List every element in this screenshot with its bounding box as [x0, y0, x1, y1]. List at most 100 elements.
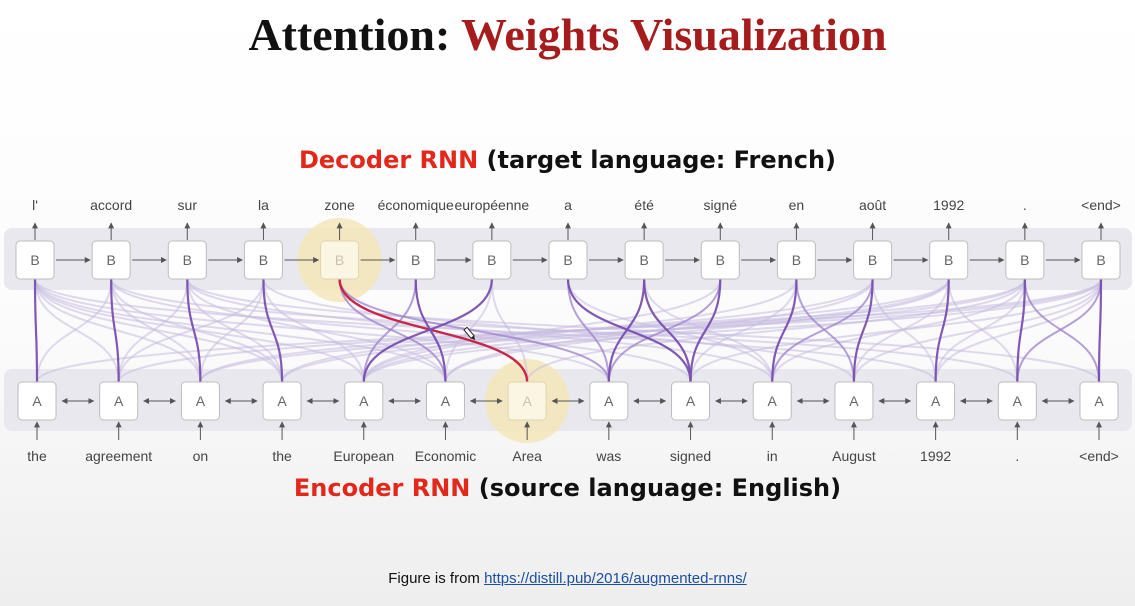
encoder-word: Area [512, 448, 542, 464]
decoder-cell [91, 240, 131, 280]
decoder-word: la [258, 197, 269, 213]
decoder-label-rest: (target language: French) [486, 146, 837, 174]
encoder-cell-letter: A [1013, 393, 1023, 409]
encoder-cell [99, 381, 139, 421]
attention-weight-faint-14-8 [689, 278, 1102, 383]
attention-weight-strong-11-10 [852, 278, 874, 383]
attention-weight-faint-1-2 [110, 278, 202, 383]
decoder-word: août [859, 197, 886, 213]
attention-weight-faint-14-4 [362, 278, 1102, 383]
attention-weight-faint-2-3 [186, 278, 284, 383]
encoder-cell-letter: A [441, 393, 451, 409]
attention-weight-strong-13-12 [1016, 278, 1026, 383]
attention-weight-strong-8-8 [643, 278, 692, 383]
attention-weight-faint-0-2 [34, 278, 202, 383]
decoder-cell [1081, 240, 1121, 280]
encoder-cell-letter: A [768, 393, 778, 409]
decoder-cell-letter: B [1020, 252, 1029, 268]
encoder-cell-letter: A [1094, 393, 1104, 409]
decoder-cell [396, 240, 436, 280]
encoder-cell-letter: A [359, 393, 369, 409]
attention-weight-strong-2-2 [186, 278, 202, 383]
title-part-weights-visualization: Weights Visualization [460, 9, 887, 60]
attention-weight-faint-14-11 [934, 278, 1102, 383]
decoder-cell-letter: B [563, 252, 572, 268]
decoder-word: en [789, 197, 805, 213]
attention-weight-medium-7-7 [567, 278, 610, 383]
attention-weight-strong-8-7 [607, 278, 646, 383]
encoder-word: <end> [1079, 448, 1119, 464]
decoder-cell [853, 240, 893, 280]
encoder-label: Encoder RNN (source language: English) [0, 474, 1135, 502]
attention-weight-medium-13-13 [1023, 278, 1100, 383]
encoder-cell [344, 381, 384, 421]
decoder-cell-letter: B [30, 252, 39, 268]
decoder-word: <end> [1081, 197, 1121, 213]
attention-weight-medium-11-9 [771, 278, 874, 383]
attention-weight-faint-12-5 [444, 278, 950, 383]
decoder-cell-letter: B [716, 252, 725, 268]
decoder-cell [320, 240, 360, 280]
attention-weight-faint-7-9 [567, 278, 774, 383]
attention-weight-faint-13-6 [526, 278, 1026, 383]
decoder-cell-letter: B [411, 252, 420, 268]
attention-weight-strong-0-0 [33, 278, 39, 383]
encoder-word: August [832, 448, 876, 464]
decoder-word: a [564, 197, 572, 213]
encoder-word: agreement [85, 448, 152, 464]
encoder-word: 1992 [920, 448, 951, 464]
decoder-cell [472, 240, 512, 280]
attention-weight-faint-0-11 [34, 278, 937, 383]
attention-weight-faint-0-5 [34, 278, 447, 383]
attention-weight-faint-3-10 [262, 278, 855, 383]
figure-source-text: Figure is from [388, 570, 480, 587]
encoder-cell-letter: A [686, 393, 696, 409]
attention-weight-faint-6-6 [490, 278, 529, 383]
decoder-cell [243, 240, 283, 280]
encoder-cell-letter: A [196, 393, 206, 409]
encoder-cell [180, 381, 220, 421]
decoder-cell-letter: B [868, 252, 877, 268]
encoder-word: was [595, 448, 621, 464]
encoder-word: on [193, 448, 209, 464]
attention-weight-strong-12-11 [934, 278, 950, 383]
pencil-cursor-icon [463, 326, 476, 341]
attention-weight-medium-9-7 [607, 278, 722, 383]
source-link[interactable]: https://distill.pub/2016/augmented-rnns/ [484, 570, 747, 587]
encoder-cell-letter: A [522, 393, 532, 409]
decoder-cell-letter: B [487, 252, 496, 268]
encoder-cell [262, 381, 302, 421]
decoder-word: zone [324, 197, 355, 213]
attention-weight-faint-14-10 [852, 278, 1102, 383]
decoder-label: Decoder RNN (target language: French) [0, 146, 1135, 174]
decoder-cell-letter: B [792, 252, 801, 268]
encoder-cell-letter: A [604, 393, 614, 409]
attention-weight-faint-8-9 [643, 278, 774, 383]
slide-title: Attention: Weights Visualization [0, 8, 1135, 61]
decoder-cell-letter: B [639, 252, 648, 268]
encoder-cell-letter: A [931, 393, 941, 409]
decoder-cell [929, 240, 969, 280]
decoder-cell-letter: B [106, 252, 115, 268]
attention-weight-strong-4-6 [338, 278, 529, 383]
attention-weight-strong-6-4 [362, 278, 493, 383]
attention-weight-faint-2-13 [186, 278, 1100, 383]
decoder-cell-letter: B [1096, 252, 1105, 268]
decoder-word: . [1023, 197, 1027, 213]
decoder-word: accord [90, 197, 132, 213]
decoder-cell [548, 240, 588, 280]
attention-weight-faint-12-12 [947, 278, 1019, 383]
encoder-cell-letter: A [114, 393, 124, 409]
decoder-cell-letter: B [335, 252, 344, 268]
attention-weight-faint-0-7 [34, 278, 610, 383]
decoder-cell-letter: B [183, 252, 192, 268]
encoder-word: the [272, 448, 292, 464]
encoder-word: signed [670, 448, 711, 464]
decoder-cell-letter: B [944, 252, 953, 268]
encoder-label-rest: (source language: English) [478, 474, 842, 502]
attention-weight-medium-14-12 [1016, 278, 1102, 383]
attention-weight-strong-9-8 [689, 278, 722, 383]
attention-weight-medium-4-5 [338, 278, 447, 383]
encoder-cell-letter: A [277, 393, 287, 409]
